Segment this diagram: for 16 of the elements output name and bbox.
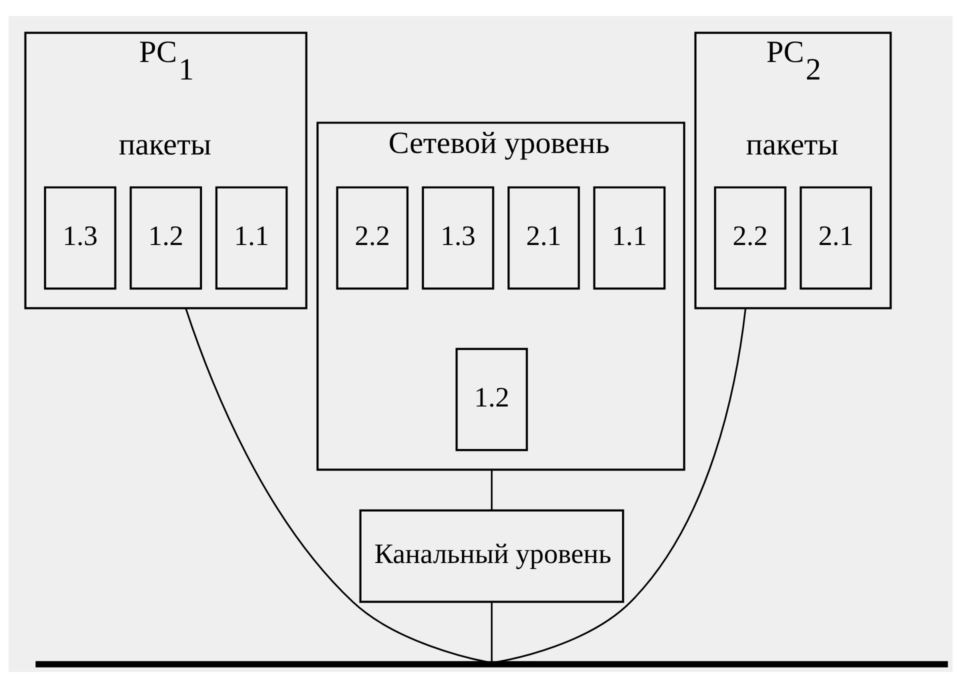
node-box: 2.2 (714, 186, 786, 290)
node-box: 1.2 (456, 347, 528, 451)
connector (490, 602, 493, 662)
node-box: 1.1 (215, 186, 288, 290)
connector (184, 307, 488, 662)
connector (496, 308, 746, 662)
node-bar (36, 660, 948, 667)
node-box: 1.3 (422, 186, 494, 290)
node-box: 1.3 (44, 186, 116, 290)
node-box: 2.2 (336, 186, 408, 290)
node-box: 1.1 (593, 186, 666, 290)
node-box: 2.1 (800, 186, 872, 290)
connector (490, 469, 493, 510)
node-box: 2.1 (508, 186, 580, 290)
node-box: Канальный уровень (359, 508, 624, 602)
node-box: 1.2 (130, 186, 202, 290)
